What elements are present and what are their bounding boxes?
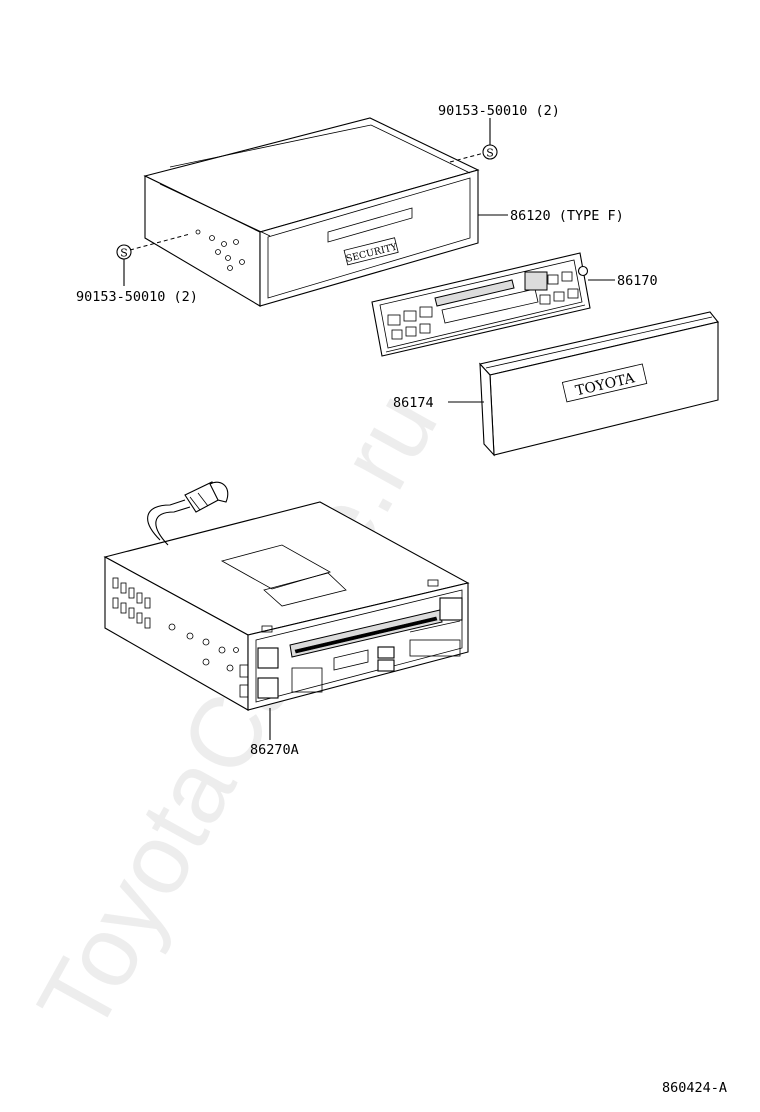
radio-side-holes	[195, 229, 245, 271]
screw-top: S	[449, 118, 498, 163]
label-panel: 86170	[617, 273, 658, 289]
panel-86170	[371, 252, 591, 357]
radio-unit-86120	[143, 117, 480, 307]
tape-cable	[147, 481, 229, 546]
screw-left-symbol: S	[120, 247, 128, 260]
label-screw-left: 90153-50010 (2)	[76, 289, 198, 305]
screw-left: S	[116, 233, 191, 286]
tape-player-86270A	[103, 501, 470, 711]
label-screw-top: 90153-50010 (2)	[438, 103, 560, 119]
cover-86174	[478, 311, 719, 457]
watermark: ToyotaCarMe.ru	[16, 374, 459, 1050]
label-radio-unit: 86120 (TYPE F)	[510, 208, 624, 224]
label-diagram-code: 860424-A	[662, 1080, 727, 1096]
label-cover: 86174	[393, 395, 434, 411]
tape-side-holes	[112, 577, 239, 672]
screw-top-symbol: S	[486, 147, 494, 160]
label-tape-player: 86270A	[250, 742, 299, 758]
